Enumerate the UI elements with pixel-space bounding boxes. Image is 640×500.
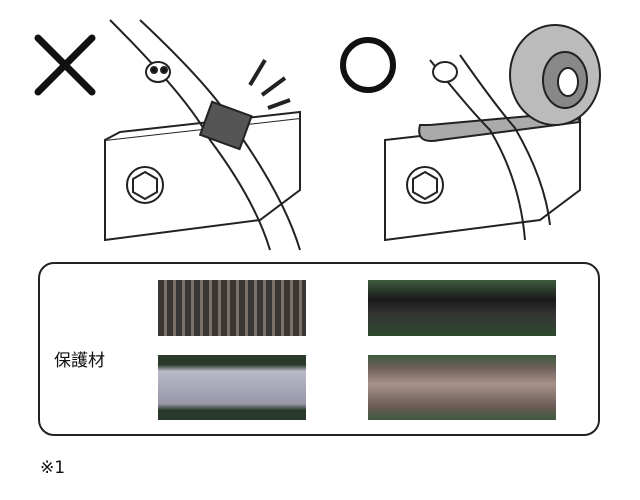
- bad-example-bracket: [104, 19, 301, 251]
- photo-spiral-wrap: [158, 355, 306, 420]
- illustration: [34, 19, 601, 251]
- protective-material-label: 保護材: [54, 351, 105, 371]
- o-mark-icon: [340, 37, 396, 93]
- x-mark-icon: [34, 34, 96, 96]
- protective-material-panel: [38, 262, 600, 436]
- footnote: ※1: [40, 458, 66, 478]
- photo-corrugated-tube: [158, 280, 306, 336]
- good-example-bracket: [384, 24, 601, 242]
- photo-protective-tube: [368, 355, 556, 420]
- photo-heat-shrink: [368, 280, 556, 336]
